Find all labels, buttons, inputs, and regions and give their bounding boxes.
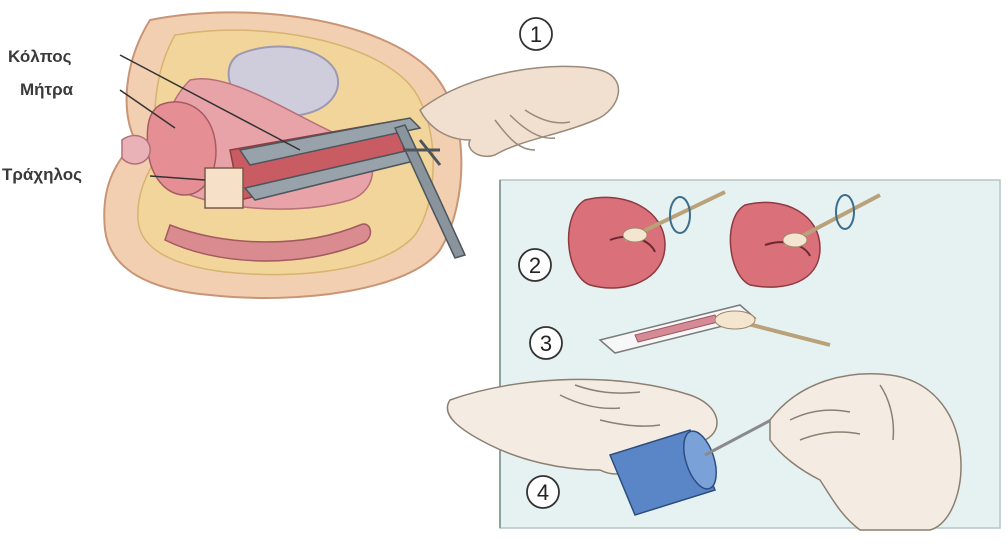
ovary bbox=[122, 136, 150, 164]
swab-right-tip bbox=[783, 233, 807, 247]
step-1-number: 1 bbox=[530, 22, 542, 47]
step-4-number: 4 bbox=[537, 480, 549, 505]
spatula-tip bbox=[715, 311, 755, 329]
swab-left-tip bbox=[623, 228, 647, 242]
cervix-highlight bbox=[205, 168, 243, 208]
step-1-marker: 1 bbox=[520, 18, 552, 50]
step-4-marker: 4 bbox=[527, 476, 559, 508]
label-vagina: Κόλπος bbox=[8, 47, 72, 66]
step-3-number: 3 bbox=[540, 331, 552, 356]
label-cervix: Τράχηλος bbox=[2, 165, 82, 184]
step-3-marker: 3 bbox=[530, 327, 562, 359]
step-2-marker: 2 bbox=[519, 249, 551, 281]
step-2-number: 2 bbox=[529, 253, 541, 278]
label-uterus: Μήτρα bbox=[20, 80, 74, 99]
